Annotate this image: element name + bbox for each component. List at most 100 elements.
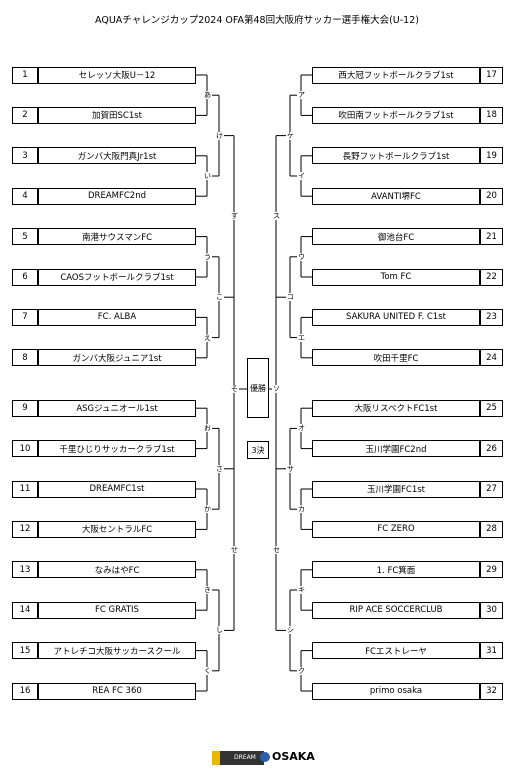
match-label-r1: か — [203, 505, 212, 514]
team-name: 西大冠フットボールクラブ1st — [312, 66, 480, 84]
third-place-label: 3決 — [251, 445, 265, 455]
team-number: 28 — [480, 520, 503, 538]
team-name: なみはやFC — [38, 561, 196, 579]
match-label-r2: こ — [215, 293, 224, 302]
match-label-r2: さ — [215, 464, 224, 473]
team-number: 18 — [480, 106, 503, 124]
team-name: DREAMFC1st — [38, 480, 196, 498]
team-name: SAKURA UNITED F. C1st — [312, 308, 480, 326]
team-number: 23 — [480, 308, 503, 326]
team-name: 千里ひじりサッカークラブ1st — [38, 440, 196, 458]
team-name: ガンバ大阪ジュニア1st — [38, 349, 196, 367]
team-number: 29 — [480, 561, 503, 579]
sponsor-logos: DREAM OSAKA — [212, 749, 315, 767]
dream-logo: DREAM — [212, 751, 264, 765]
final-box: 優勝 — [247, 358, 269, 418]
team-number: 10 — [12, 440, 38, 458]
team-name: ガンバ大阪門真Jr1st — [38, 147, 196, 165]
match-label-r1: い — [203, 172, 212, 180]
team-number: 2 — [12, 106, 38, 124]
match-label-r1: オ — [297, 424, 306, 433]
match-label-r1: ク — [297, 666, 306, 675]
match-label-r1: く — [203, 666, 212, 675]
match-label-r1: エ — [297, 333, 306, 342]
team-name: primo osaka — [312, 682, 480, 700]
team-name: FC. ALBA — [38, 308, 196, 326]
team-number: 15 — [12, 642, 38, 660]
team-number: 21 — [480, 228, 503, 246]
team-number: 22 — [480, 268, 503, 286]
team-name: ASGジュニオール1st — [38, 399, 196, 417]
match-label-r1: う — [203, 252, 212, 261]
match-label-r1: イ — [297, 172, 306, 180]
team-name: 御池台FC — [312, 228, 480, 246]
team-name: DREAMFC2nd — [38, 187, 196, 205]
team-number: 31 — [480, 642, 503, 660]
team-name: 南港サウスマンFC — [38, 228, 196, 246]
team-number: 32 — [480, 682, 503, 700]
team-number: 4 — [12, 187, 38, 205]
team-number: 26 — [480, 440, 503, 458]
team-number: 8 — [12, 349, 38, 367]
match-label-r1: ア — [297, 91, 306, 100]
team-number: 1 — [12, 66, 38, 84]
match-label-semi: ソ — [272, 385, 281, 393]
team-name: 玉川学園FC2nd — [312, 440, 480, 458]
match-label-r2: し — [215, 626, 224, 635]
match-label-r3: す — [230, 212, 239, 221]
team-number: 13 — [12, 561, 38, 579]
match-label-r1: お — [203, 424, 212, 433]
team-name: FCエストレーヤ — [312, 642, 480, 660]
team-number: 5 — [12, 228, 38, 246]
team-name: 加賀田SC1st — [38, 106, 196, 124]
team-number: 24 — [480, 349, 503, 367]
dream-logo-text: DREAM — [234, 754, 256, 761]
team-number: 19 — [480, 147, 503, 165]
team-name: Tom FC — [312, 268, 480, 286]
team-name: 長野フットボールクラブ1st — [312, 147, 480, 165]
team-number: 25 — [480, 399, 503, 417]
team-name: 1. FC箕面 — [312, 561, 480, 579]
team-name: FC ZERO — [312, 520, 480, 538]
final-label: 優勝 — [250, 383, 266, 393]
team-name: RIP ACE SOCCERCLUB — [312, 601, 480, 619]
team-name: セレッソ大阪U－12 — [38, 66, 196, 84]
team-name: 吹田千里FC — [312, 349, 480, 367]
team-number: 27 — [480, 480, 503, 498]
match-label-r2: コ — [286, 293, 295, 302]
match-label-r2: サ — [286, 464, 295, 473]
match-label-r1: ウ — [297, 252, 306, 261]
team-name: 大阪セントラルFC — [38, 520, 196, 538]
team-number: 14 — [12, 601, 38, 619]
third-place-box: 3決 — [247, 441, 269, 459]
team-name: CAOSフットボールクラブ1st — [38, 268, 196, 286]
team-name: 大阪リスペクトFC1st — [312, 399, 480, 417]
match-label-r3: ス — [272, 212, 281, 221]
match-label-semi: そ — [230, 385, 239, 393]
osaka-logo-text: OSAKA — [272, 750, 315, 763]
match-label-r1: あ — [203, 91, 212, 100]
match-label-r1: え — [203, 333, 212, 342]
match-label-r1: キ — [297, 586, 306, 594]
team-name: REA FC 360 — [38, 682, 196, 700]
team-name: AVANTI堺FC — [312, 187, 480, 205]
match-label-r3: セ — [272, 545, 281, 554]
team-name: 吹田南フットボールクラブ1st — [312, 106, 480, 124]
team-number: 7 — [12, 308, 38, 326]
match-label-r3: せ — [230, 545, 239, 554]
team-number: 11 — [12, 480, 38, 498]
match-label-r1: カ — [297, 505, 306, 514]
team-name: 玉川学園FC1st — [312, 480, 480, 498]
team-number: 9 — [12, 399, 38, 417]
team-name: アトレチコ大阪サッカースクール — [38, 642, 196, 660]
team-number: 30 — [480, 601, 503, 619]
team-name: FC GRATIS — [38, 601, 196, 619]
team-number: 16 — [12, 682, 38, 700]
match-label-r2: ケ — [286, 131, 295, 140]
match-label-r2: け — [215, 131, 224, 140]
team-number: 6 — [12, 268, 38, 286]
match-label-r1: き — [203, 586, 212, 594]
team-number: 12 — [12, 520, 38, 538]
osaka-logo: OSAKA — [260, 750, 315, 765]
page-title: AQUAチャレンジカップ2024 OFA第48回大阪府サッカー選手権大会(U-1… — [95, 15, 419, 26]
